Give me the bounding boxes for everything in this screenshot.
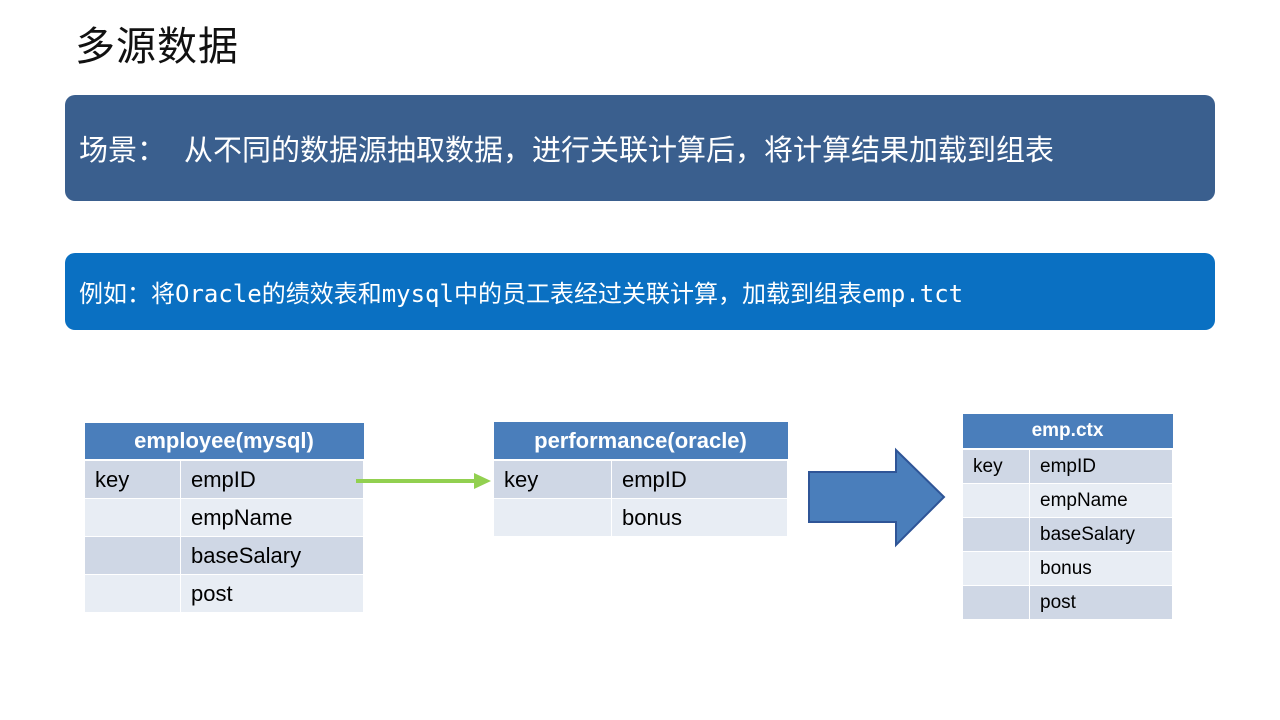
scene-text: 从不同的数据源抽取数据，进行关联计算后，将计算结果加载到组表	[184, 133, 1055, 167]
table-row: bonus	[493, 498, 788, 537]
page-title: 多源数据	[75, 24, 239, 70]
key-cell	[493, 498, 612, 537]
key-cell	[962, 517, 1030, 552]
field-cell: baseSalary	[180, 536, 364, 575]
example-text-part: mysql	[381, 280, 454, 308]
key-cell	[962, 551, 1030, 586]
key-cell: key	[84, 459, 181, 499]
example-text-part: 例如：将	[79, 280, 175, 308]
field-cell: empID	[180, 459, 364, 499]
table-row: bonus	[962, 551, 1173, 586]
table-row: empName	[84, 498, 364, 537]
scene-label: 场景：	[79, 133, 167, 167]
employee-table-header: employee(mysql)	[84, 423, 364, 461]
key-cell	[84, 498, 181, 537]
table-row: empName	[962, 483, 1173, 518]
load-arrow	[808, 447, 946, 548]
key-cell	[962, 483, 1030, 518]
field-cell: empID	[1029, 448, 1173, 484]
example-banner: 例如：将Oracle的绩效表和mysql中的员工表经过关联计算，加载到组表emp…	[65, 253, 1215, 330]
table-row: post	[84, 574, 364, 613]
table-row: post	[962, 585, 1173, 620]
table-row: baseSalary	[84, 536, 364, 575]
scene-banner: 场景： 从不同的数据源抽取数据，进行关联计算后，将计算结果加载到组表	[65, 95, 1215, 201]
example-text: 例如：将Oracle的绩效表和mysql中的员工表经过关联计算，加载到组表emp…	[79, 274, 963, 309]
table-row: baseSalary	[962, 517, 1173, 552]
key-cell	[84, 574, 181, 613]
key-cell	[84, 536, 181, 575]
example-text-part: 中的员工表经过关联计算，加载到组表	[453, 280, 862, 308]
result-table-header: emp.ctx	[962, 414, 1173, 450]
field-cell: post	[180, 574, 364, 613]
field-cell: empName	[1029, 483, 1173, 518]
example-text-part: emp.tct	[861, 280, 964, 308]
field-cell: bonus	[611, 498, 788, 537]
performance-table-header: performance(oracle)	[493, 422, 788, 461]
field-cell: baseSalary	[1029, 517, 1173, 552]
example-text-part: 的绩效表和	[261, 280, 382, 308]
field-cell: empID	[611, 459, 788, 499]
field-cell: post	[1029, 585, 1173, 620]
field-cell: bonus	[1029, 551, 1173, 586]
field-cell: empName	[180, 498, 364, 537]
example-text-part: Oracle	[175, 280, 262, 308]
join-link-arrowhead	[474, 473, 491, 489]
